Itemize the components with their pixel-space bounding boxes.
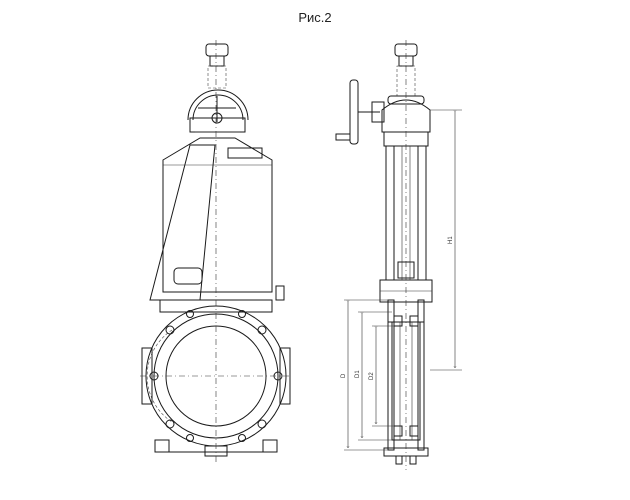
front-yoke (149, 137, 285, 301)
front-handwheel (187, 89, 249, 133)
h1-label: H1 (448, 236, 454, 244)
dimension-h1: H1 (430, 109, 462, 371)
side-handwheel (335, 79, 385, 145)
dimension-d1: D1 (355, 311, 392, 441)
d2-label: D2 (369, 372, 375, 380)
figure-title: Рис.2 (298, 10, 332, 25)
d-label: D (341, 373, 347, 378)
front-view (140, 40, 292, 462)
dimension-d2: D2 (369, 325, 394, 427)
d1-label: D1 (355, 370, 361, 378)
side-view: H1 D D1 D2 (335, 40, 462, 470)
front-stem-cap (205, 43, 229, 89)
dimension-d: D (341, 299, 388, 451)
